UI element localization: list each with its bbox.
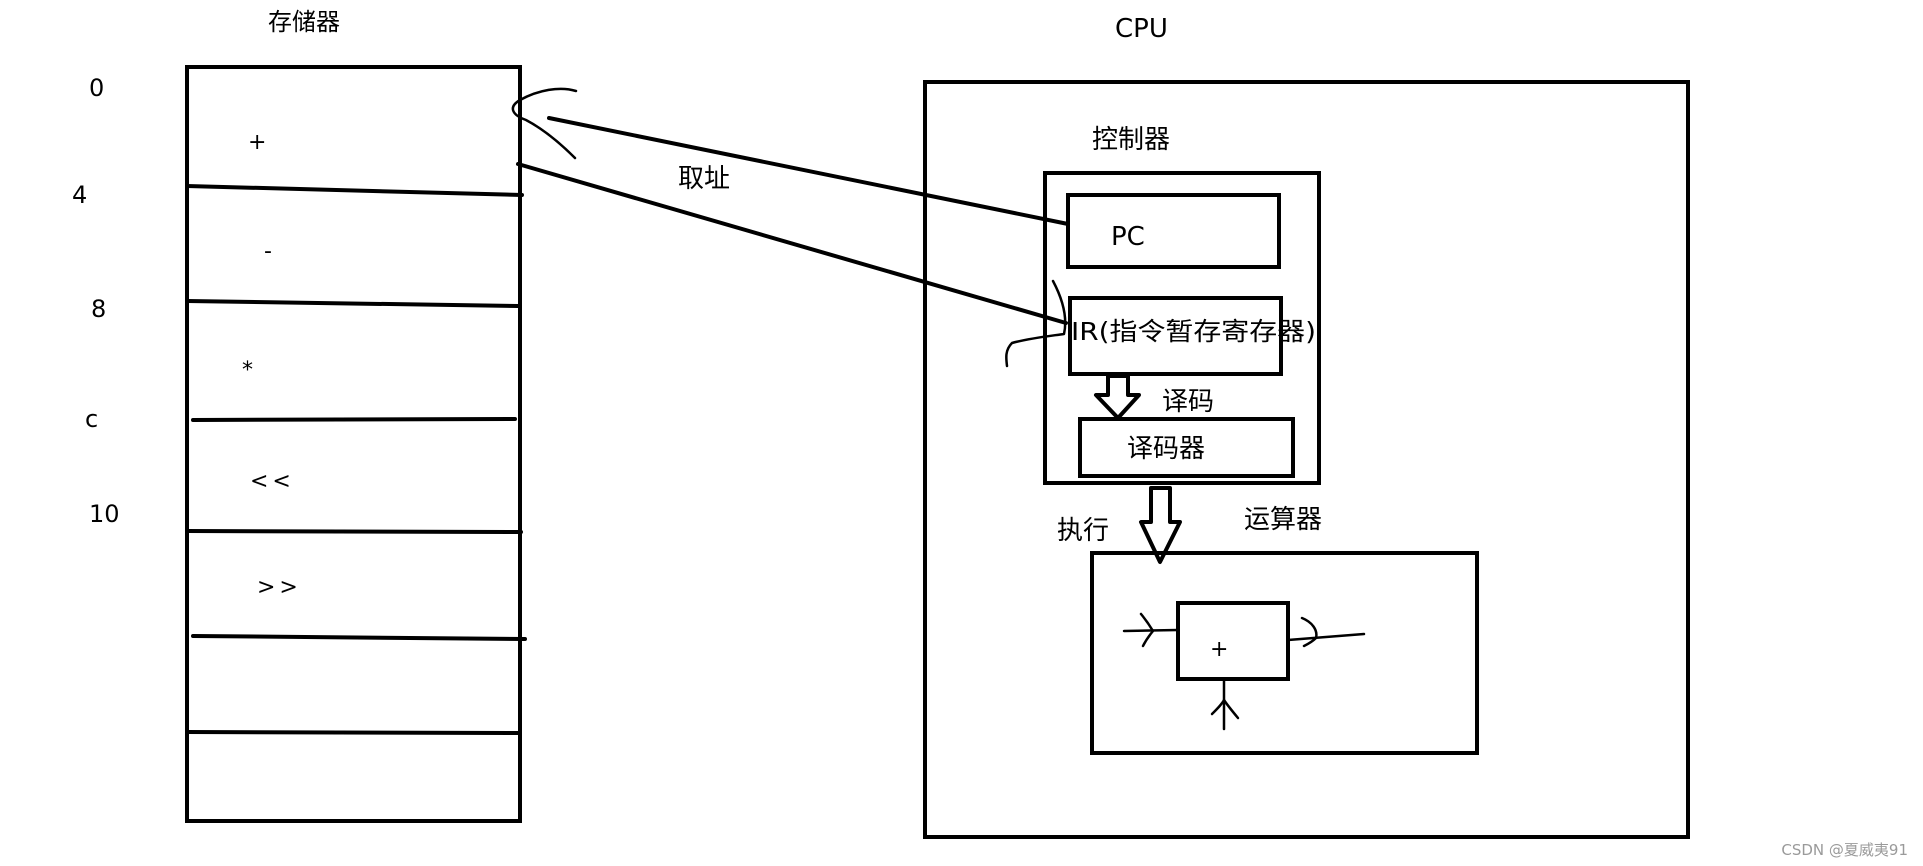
execute-label: 执行 [1057, 516, 1109, 546]
alu-output-wire [1286, 632, 1366, 642]
pc-label: PC [1111, 222, 1145, 252]
fetch-label: 取址 [678, 164, 730, 194]
alu-adder-unit [1176, 601, 1290, 681]
memory-cell-value: >> [257, 575, 302, 600]
fetch-line-pc [547, 116, 1070, 226]
ir-label: IR(指令暂存寄存器) [1071, 317, 1316, 346]
alu-block [1090, 551, 1479, 755]
controller-block [1043, 171, 1321, 485]
memory-cell-dividers [185, 184, 527, 735]
memory-cell-value: << [250, 469, 295, 494]
memory-cell-value: * [242, 358, 253, 383]
alu-output-wire-tick [1300, 616, 1318, 648]
ir-scribble [1005, 279, 1067, 368]
fetch-arrowhead-scribble [511, 87, 578, 160]
memory-address: 4 [72, 181, 87, 209]
controller-title: 控制器 [1092, 125, 1170, 155]
decode-arrow [1094, 374, 1141, 420]
decode-label: 译码 [1162, 387, 1214, 417]
cpu-block [923, 80, 1690, 839]
pc-register [1066, 193, 1281, 269]
fetch-line-ir [516, 162, 1068, 325]
alu-input-wire-tick [1139, 612, 1155, 648]
memory-address: 8 [91, 295, 106, 323]
fetch-arrow [511, 87, 1070, 325]
alu-carry-wire-tick [1210, 698, 1240, 720]
memory-title: 存储器 [268, 8, 340, 36]
memory-address: 0 [89, 74, 104, 102]
memory-address: 10 [89, 500, 120, 528]
memory-divider [191, 634, 527, 641]
memory-divider [185, 184, 524, 197]
memory-divider [185, 529, 523, 534]
watermark: CSDN @夏威夷91 [1781, 841, 1908, 859]
decoder-label: 译码器 [1127, 434, 1205, 464]
memory-divider [191, 417, 517, 422]
memory-divider [185, 299, 520, 308]
memory-divider [185, 730, 520, 735]
alu-title: 运算器 [1244, 505, 1322, 535]
memory-cell-value: + [248, 130, 266, 155]
memory-address: c [85, 405, 98, 433]
alu-adder-wires [1122, 612, 1366, 731]
decoder-block [1078, 417, 1295, 478]
memory-cells: + - * << >> [242, 130, 302, 600]
alu-adder-symbol: + [1210, 637, 1228, 662]
memory-block [185, 65, 522, 823]
alu-input-wire [1122, 628, 1180, 633]
memory-addresses: 0 4 8 c 10 [72, 74, 120, 528]
execute-arrow [1139, 486, 1182, 564]
memory-cell-value: - [264, 239, 272, 264]
ir-register [1068, 296, 1283, 376]
cpu-title: CPU [1115, 14, 1168, 44]
